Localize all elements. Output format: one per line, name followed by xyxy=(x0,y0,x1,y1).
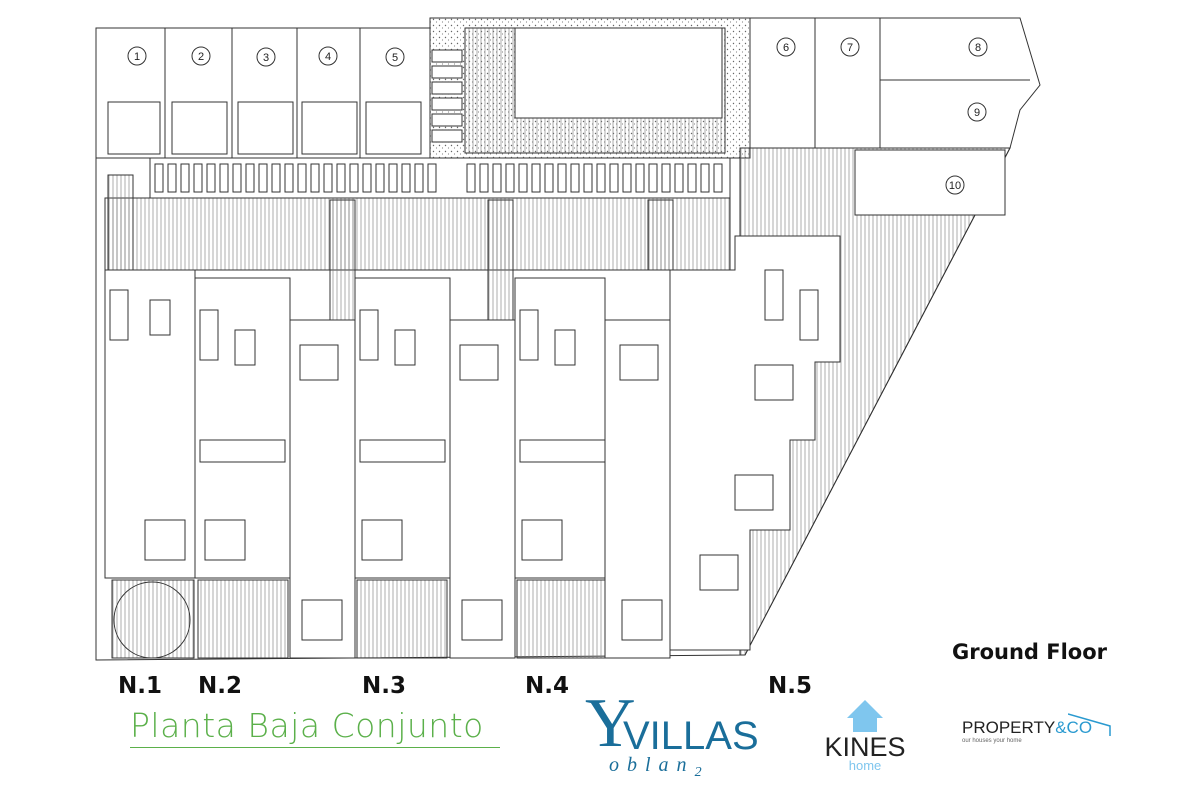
svg-text:8: 8 xyxy=(975,42,981,54)
pool xyxy=(514,27,723,119)
plot-number: 5 xyxy=(385,47,405,67)
svg-text:9: 9 xyxy=(974,107,980,119)
parking-plots-left xyxy=(96,28,430,159)
plot-number: 7 xyxy=(840,37,860,57)
plot-number: 6 xyxy=(776,37,796,57)
svg-text:2: 2 xyxy=(198,51,204,63)
svg-text:6: 6 xyxy=(783,42,789,54)
plot-numbers: 1 2 3 4 5 6 7 8 9 10 xyxy=(127,37,988,195)
svg-text:5: 5 xyxy=(392,52,398,64)
unit-label: N.2 xyxy=(198,673,242,699)
svg-text:7: 7 xyxy=(847,42,853,54)
plot-number: 1 xyxy=(127,46,147,66)
plot-number: 8 xyxy=(968,37,988,57)
houses xyxy=(104,235,841,659)
unit-label: N.1 xyxy=(118,673,162,699)
plot-number: 9 xyxy=(967,102,987,122)
kines-logo: KINES home xyxy=(820,698,910,778)
svg-text:4: 4 xyxy=(325,51,331,63)
svg-text:3: 3 xyxy=(263,52,269,64)
stairs xyxy=(107,174,674,321)
house-icon xyxy=(847,700,883,732)
svg-text:10: 10 xyxy=(949,180,961,192)
floor-label: Ground Floor xyxy=(952,640,1108,664)
tree xyxy=(113,581,191,659)
plot-number: 10 xyxy=(945,175,965,195)
plot-number: 3 xyxy=(256,47,276,67)
unit-label: N.3 xyxy=(362,673,406,699)
roof-icon xyxy=(1068,713,1111,736)
plan-title: Planta Baja Conjunto xyxy=(130,706,500,748)
plot-number: 2 xyxy=(191,46,211,66)
front-terraces xyxy=(104,197,731,271)
unit-label: N.4 xyxy=(525,673,569,699)
unit-label: N.5 xyxy=(768,673,812,699)
property-co-logo: PROPERTY&CO our houses your home xyxy=(962,713,1122,744)
plot-number: 4 xyxy=(318,46,338,66)
svg-text:1: 1 xyxy=(134,51,140,63)
villas-logo: Y VILLAS oblan2 xyxy=(585,685,759,780)
parking-plots-right xyxy=(749,18,1030,149)
pool-steps xyxy=(431,49,463,143)
rear-terraces xyxy=(111,579,606,659)
